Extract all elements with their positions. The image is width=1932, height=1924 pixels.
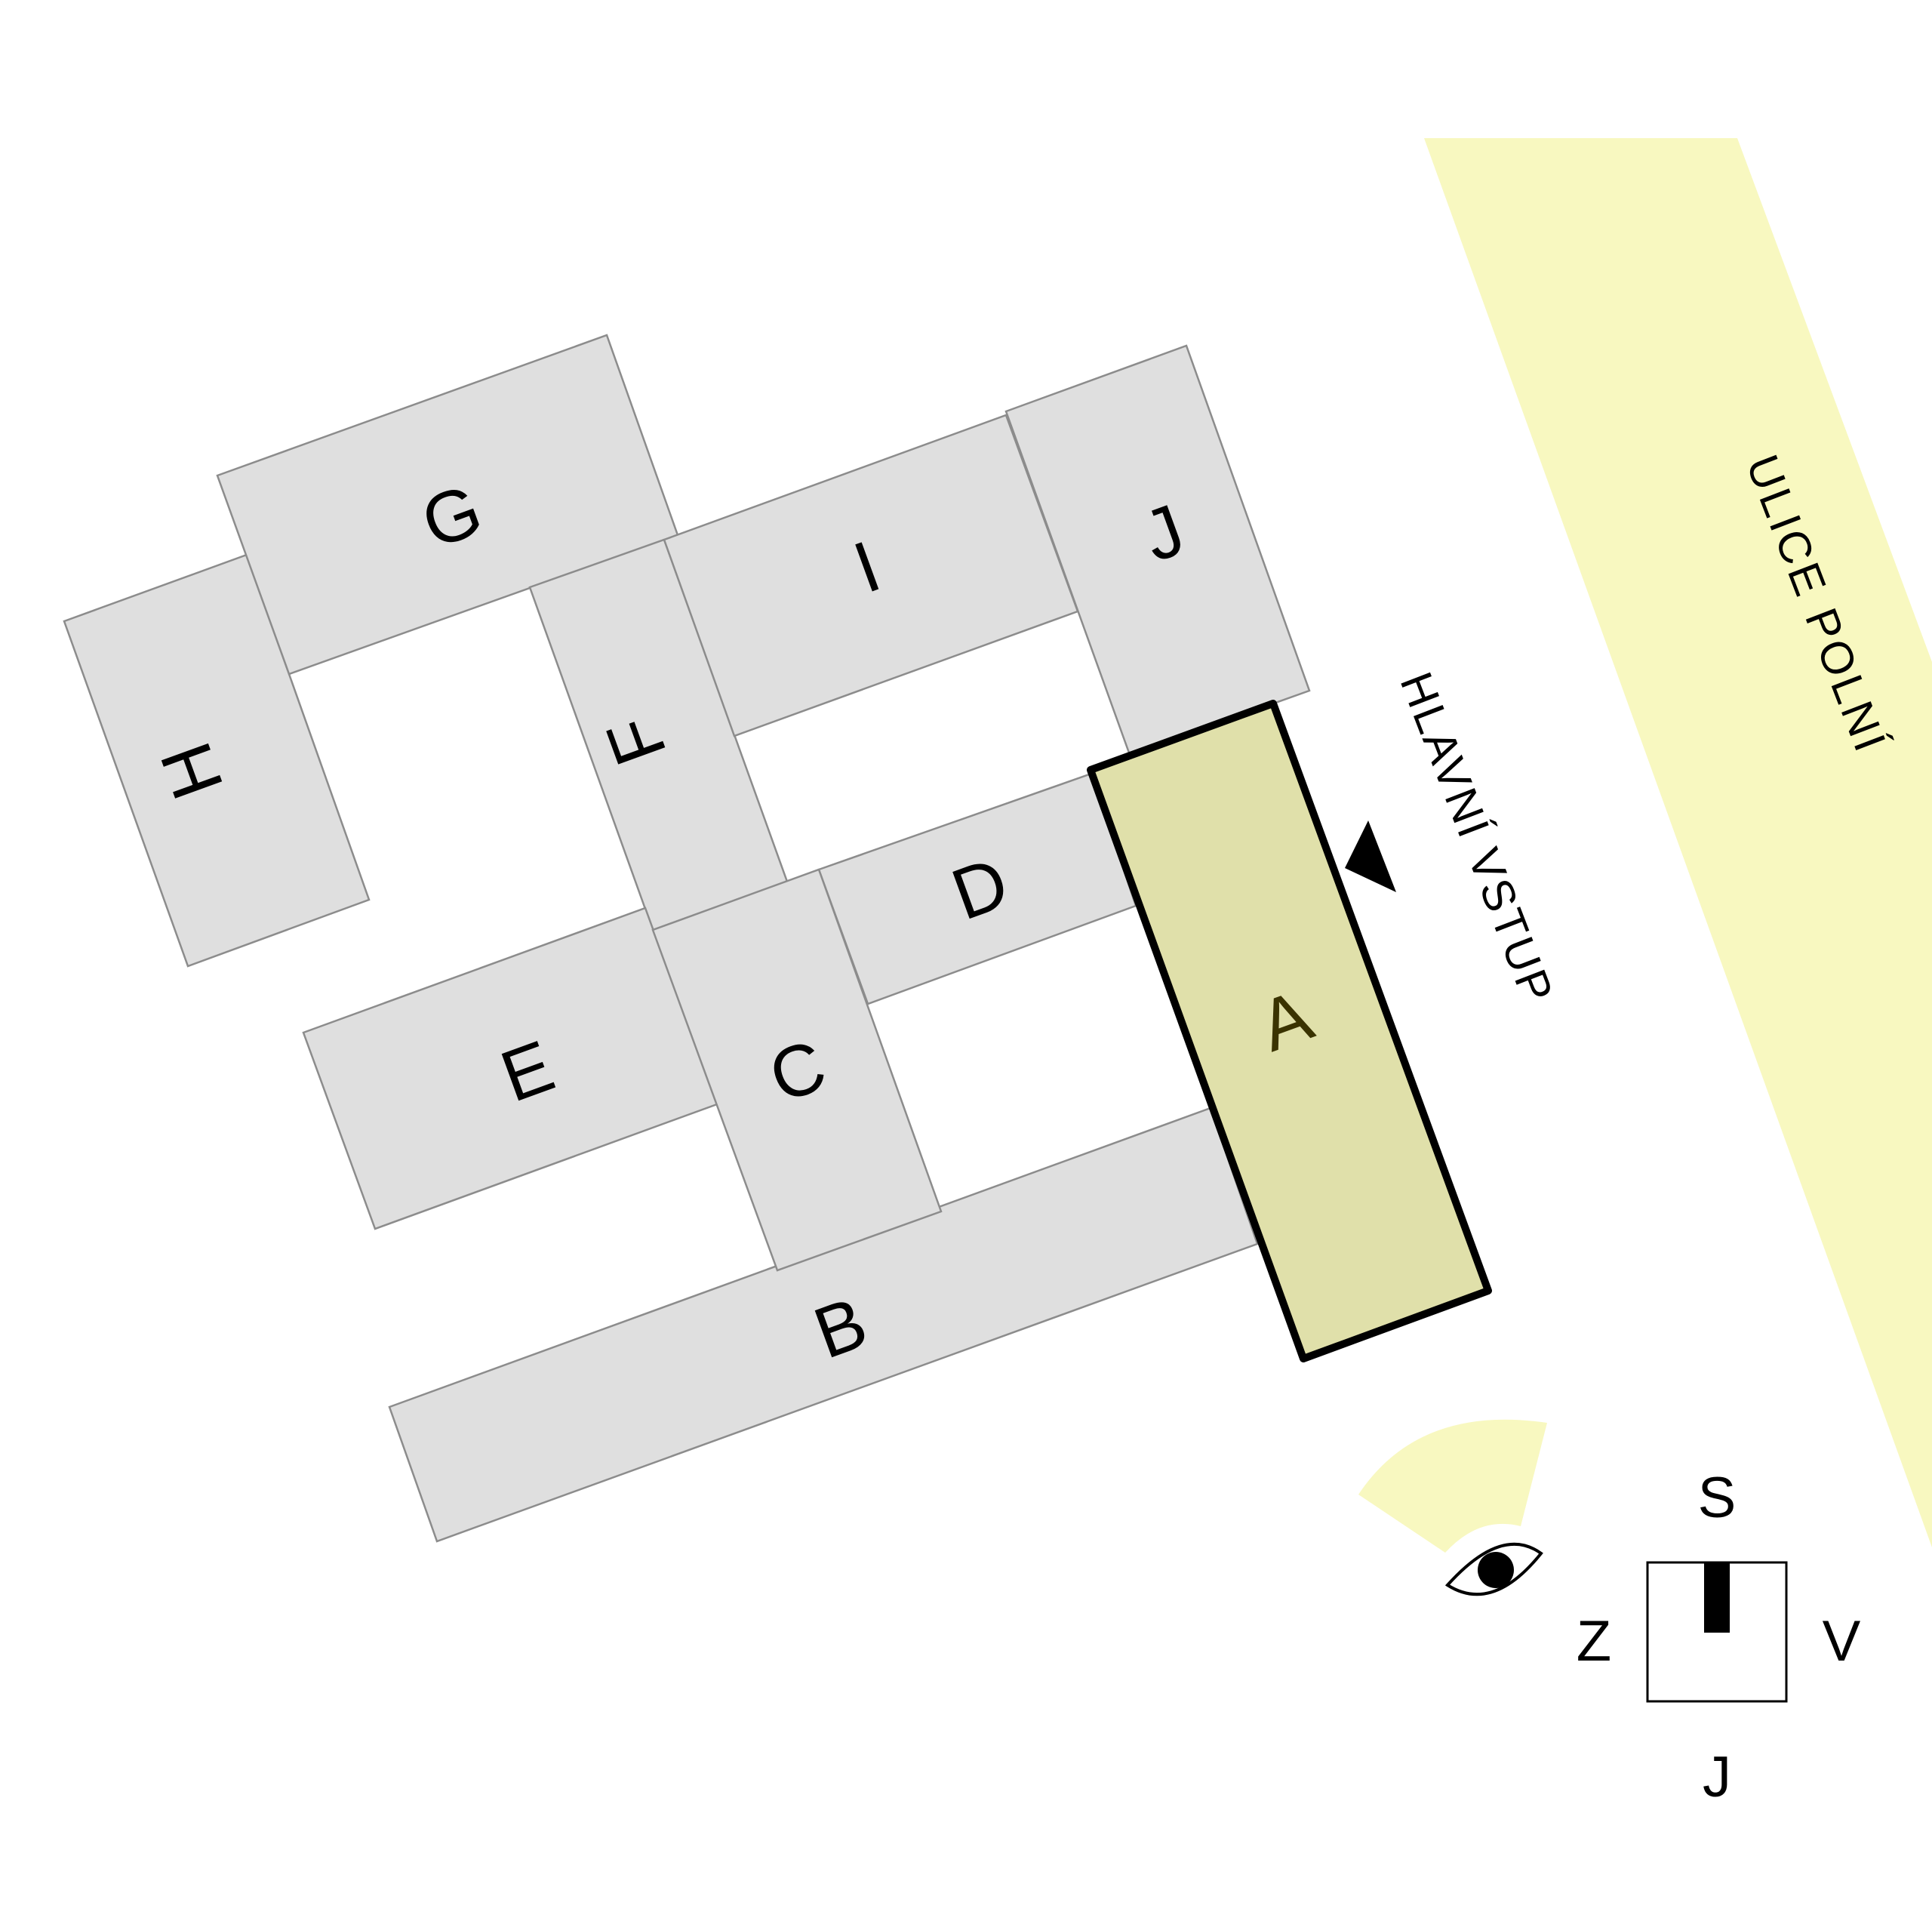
eye-icon	[1444, 1542, 1543, 1596]
building-H[interactable]	[63, 553, 371, 968]
main-entrance: HLAVNÍ VSTUP	[1345, 666, 1564, 1011]
street-band	[1424, 138, 1932, 1547]
north-arrow-icon	[1704, 1563, 1730, 1633]
compass-west: Z	[1577, 1609, 1611, 1673]
compass-east: V	[1823, 1609, 1861, 1673]
entrance-label: HLAVNÍ VSTUP	[1391, 666, 1564, 1011]
compass-south: J	[1703, 1745, 1731, 1809]
building-A[interactable]	[1087, 700, 1492, 1362]
buildings	[63, 334, 1492, 1543]
building-J[interactable]	[1004, 344, 1311, 756]
entrance-arrow-icon	[1345, 820, 1396, 892]
street-polni: ULICE POLNÍ	[1424, 138, 1932, 1547]
building-C[interactable]	[651, 868, 943, 1272]
compass: S J Z V	[1577, 1466, 1861, 1809]
compass-north: S	[1698, 1466, 1737, 1530]
view-cone	[1358, 1419, 1547, 1553]
